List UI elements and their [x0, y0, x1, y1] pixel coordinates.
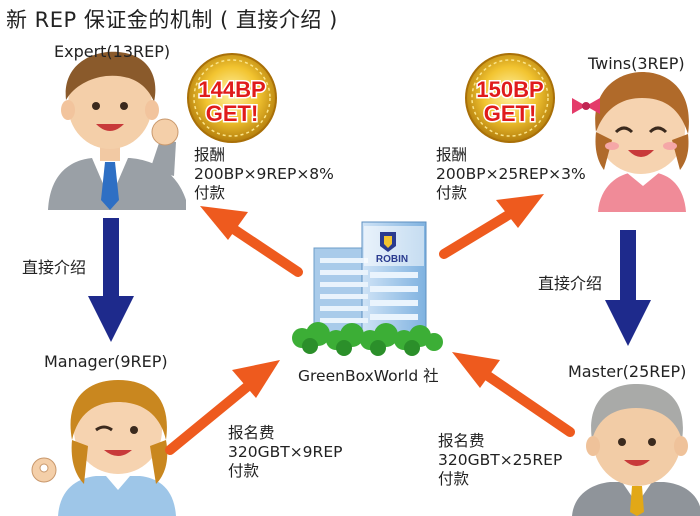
arrow-company-to-twins	[439, 194, 544, 259]
manager-fee-note: 报名费 320GBT×9REP 付款	[228, 424, 343, 480]
arrow-manager-to-company	[165, 360, 280, 455]
expert-badge-medal	[187, 53, 277, 143]
company-label: GreenBoxWorld 社	[298, 367, 439, 385]
master-label: Master(25REP)	[568, 362, 687, 381]
manager-label: Manager(9REP)	[44, 352, 168, 371]
twins-reward-note: 报酬 200BP×25REP×3% 付款	[436, 146, 586, 202]
arrow-company-to-expert	[200, 206, 303, 277]
twins-badge-medal	[465, 53, 555, 143]
twins-badge-line1: 150BP	[476, 77, 543, 102]
company-sign: ROBIN	[376, 254, 408, 265]
page-title: 新 REP 保证金的机制 ( 直接介绍 )	[6, 8, 338, 32]
expert-label: Expert(13REP)	[54, 42, 171, 61]
manager-person-illustration	[31, 380, 176, 516]
master-fee-note: 报名费 320GBT×25REP 付款	[438, 432, 563, 488]
expert-badge-line1: 144BP	[198, 77, 265, 102]
relation-label-left: 直接介绍	[22, 258, 87, 277]
twins-person-illustration	[572, 72, 689, 212]
twins-label: Twins(3REP)	[588, 54, 685, 73]
arrow-twins-to-master	[605, 230, 651, 346]
master-person-illustration	[572, 384, 700, 516]
expert-badge-line2: GET!	[206, 101, 259, 126]
expert-person-illustration	[48, 51, 186, 210]
relation-label-right: 直接介绍	[538, 274, 603, 293]
expert-reward-note: 报酬 200BP×9REP×8% 付款	[194, 146, 334, 202]
twins-badge-line2: GET!	[484, 101, 537, 126]
company-building-illustration	[292, 221, 443, 356]
arrow-master-to-company	[452, 352, 575, 437]
arrow-expert-to-manager	[88, 218, 134, 342]
